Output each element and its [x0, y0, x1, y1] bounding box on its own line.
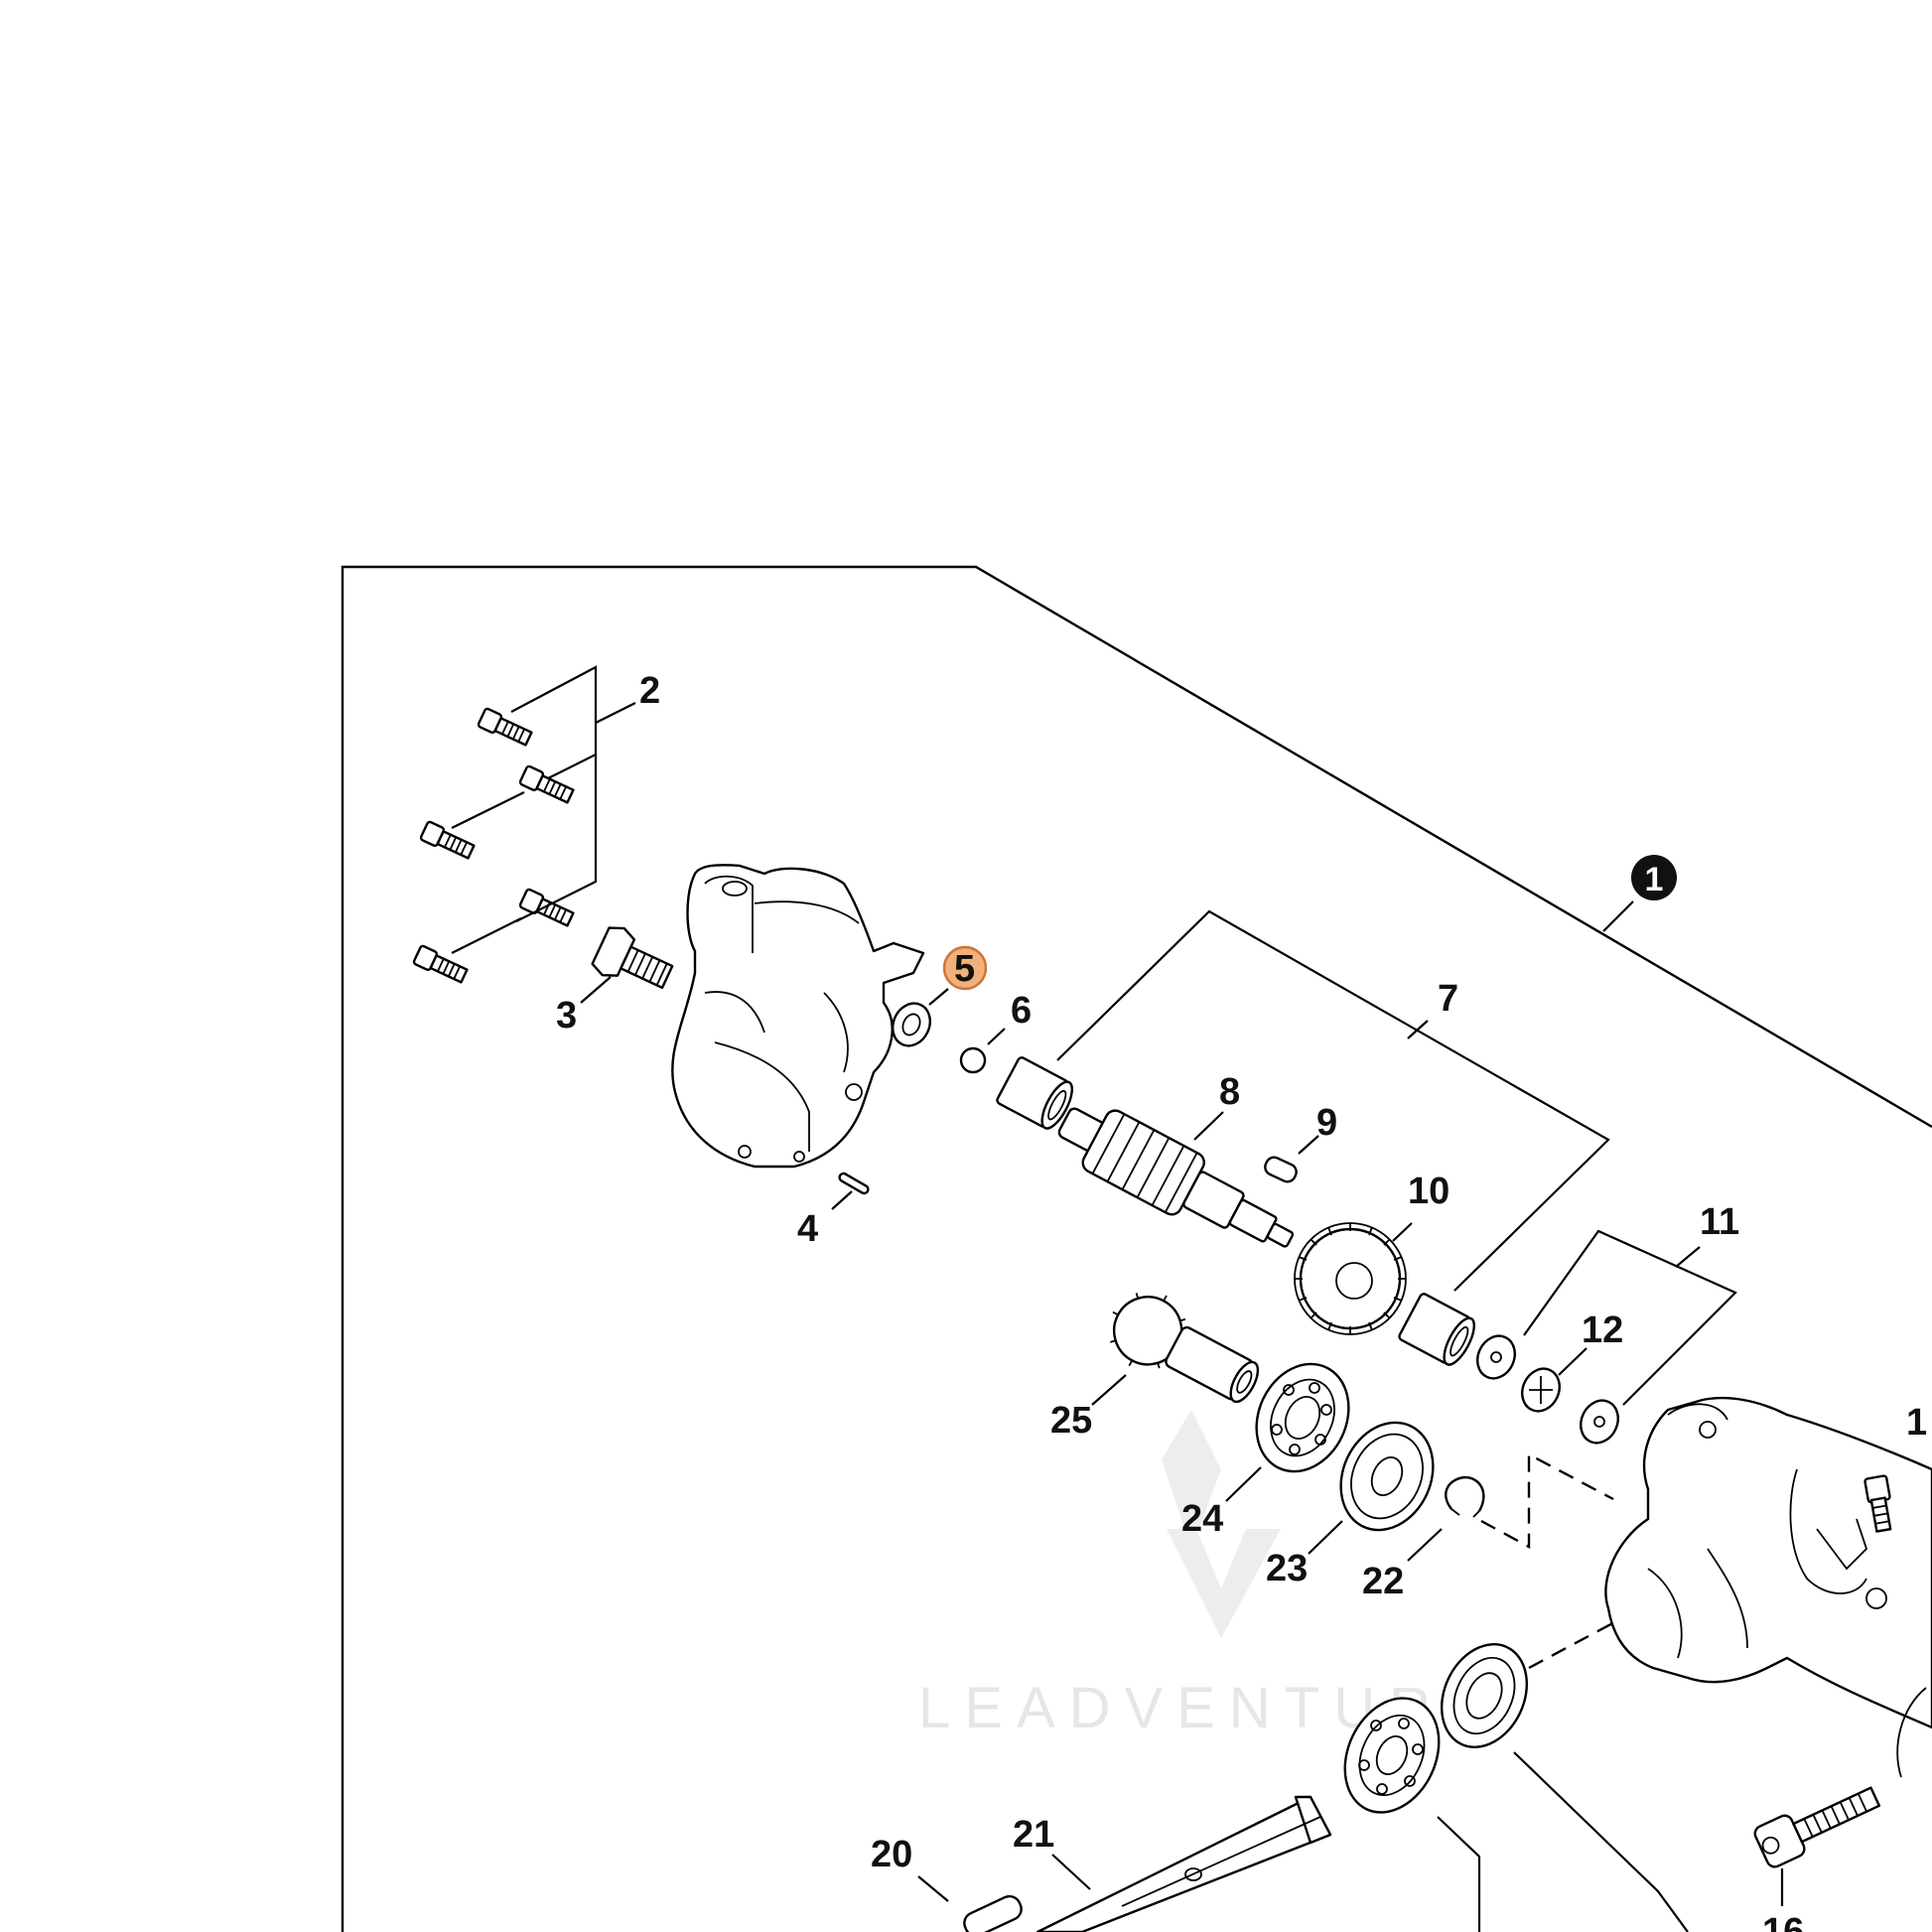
- assembly-frame: [341, 565, 1932, 1932]
- assembly-marker-badge: [1631, 855, 1677, 900]
- screws-group: 2: [412, 665, 660, 984]
- circlip: [1445, 1475, 1485, 1518]
- kit-7-leader: [1056, 909, 1610, 1292]
- worm-shaft: [1057, 1107, 1295, 1248]
- washer: [1580, 1399, 1619, 1445]
- needle-sleeve: [996, 1056, 1073, 1130]
- screw: [477, 707, 533, 747]
- seal-ring: [892, 1002, 931, 1047]
- gear-housing: [1604, 1396, 1932, 1778]
- callout-25[interactable]: 25: [1050, 1400, 1092, 1442]
- callout-22[interactable]: 22: [1362, 1561, 1404, 1602]
- kit-11-leader: [1523, 1229, 1737, 1406]
- key: [1264, 1156, 1298, 1183]
- callout-9[interactable]: 9: [1316, 1102, 1337, 1144]
- watermark-logo-icon: [1162, 1410, 1281, 1638]
- screw: [518, 764, 575, 804]
- screw: [518, 888, 575, 927]
- screw: [412, 944, 469, 984]
- assembly-line: [1480, 1452, 1614, 1550]
- callout-4[interactable]: 4: [797, 1208, 818, 1250]
- callout-24[interactable]: 24: [1181, 1498, 1223, 1540]
- lower-bearing: [1343, 1697, 1441, 1814]
- socket-screw: [1753, 1786, 1881, 1868]
- callout-5-highlight: [942, 945, 988, 991]
- callout-16[interactable]: 16: [1762, 1911, 1804, 1932]
- output-shaft: [1035, 1795, 1332, 1932]
- callout-11[interactable]: 11: [1700, 1201, 1739, 1243]
- callout-3[interactable]: 3: [556, 995, 577, 1036]
- needle-sleeve: [1398, 1293, 1475, 1366]
- sealed-bearing: [1339, 1421, 1435, 1532]
- hex-bolt: [591, 926, 674, 990]
- callout-21[interactable]: 21: [1013, 1814, 1054, 1856]
- callout-10[interactable]: 10: [1408, 1171, 1449, 1212]
- bearing-leader: [1437, 1816, 1481, 1932]
- callout-12[interactable]: 12: [1582, 1310, 1623, 1351]
- callout-14[interactable]: 1: [1906, 1402, 1927, 1444]
- callout-23[interactable]: 23: [1266, 1548, 1308, 1589]
- seal-leader: [1513, 1751, 1689, 1932]
- spur-gear: [1294, 1222, 1407, 1335]
- pinion-shaft: [1110, 1293, 1260, 1404]
- screws-leader: [510, 665, 598, 922]
- shaft-seal: [1440, 1643, 1529, 1748]
- washer: [1476, 1334, 1516, 1380]
- assembly-line: [1528, 1618, 1619, 1670]
- ball-bearing: [1255, 1362, 1350, 1473]
- shaft-key: [963, 1894, 1023, 1932]
- pin: [838, 1172, 870, 1195]
- screw: [419, 820, 476, 860]
- callout-6[interactable]: 6: [1011, 990, 1032, 1032]
- callout-2[interactable]: 2: [639, 670, 660, 712]
- o-ring: [959, 1046, 987, 1074]
- callout-8[interactable]: 8: [1219, 1071, 1240, 1113]
- callout-7[interactable]: 7: [1438, 978, 1458, 1020]
- thrust-washer: [1521, 1367, 1561, 1413]
- housing-screw: [1863, 1474, 1892, 1533]
- gear-housing-cover: [671, 864, 925, 1169]
- assembly-marker[interactable]: 1: [1645, 861, 1664, 898]
- callout-20[interactable]: 20: [871, 1834, 912, 1875]
- callout-5[interactable]: 5: [954, 948, 975, 990]
